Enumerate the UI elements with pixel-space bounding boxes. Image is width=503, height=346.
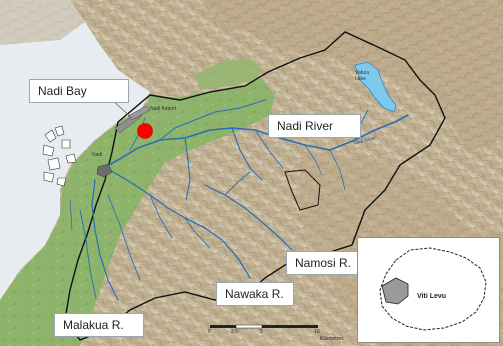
lowland-patch [195,58,262,90]
label-nadi-airport: Nadi Airport [150,106,177,112]
label-nawaka-river: Nawaka R. [216,282,294,306]
scale-tick-0: 0 [208,329,211,335]
inset-canvas [379,247,487,331]
coastal-islands [42,125,77,187]
highlands-west [0,0,85,45]
nadi-town-area [96,163,113,178]
highlands-north [200,0,503,150]
scale-bar: 0 2.5 5 10 Kilometres [208,324,344,344]
study-area-highlight [381,277,409,305]
scale-tick-5: 5 [260,329,263,335]
catchment-boundary [64,31,446,341]
vaturu-lake [354,61,397,113]
label-nadi-town: Nadi [92,152,103,158]
label-vaturu-lake: Vaturu Lake [355,70,370,82]
label-namosi-river: Namosi R. [286,251,364,275]
lowland-floodplain [0,78,275,346]
label-nadi-bay: Nadi Bay [29,79,129,103]
airport-runway-2 [127,105,151,121]
scale-tick-2-5: 2.5 [231,329,238,335]
river-network [69,99,409,301]
location-marker[interactable] [137,123,153,139]
label-nadi-river: Nadi River [268,114,361,138]
callout-leader-nadi-bay [111,99,133,119]
label-malakua-river: Malakua R. [54,313,144,337]
scale-unit: Kilometres [320,336,344,342]
inset-map: Viti Levu [357,237,500,343]
inset-label-viti-levu: Viti Levu [417,293,447,300]
viti-levu-outline [379,247,487,331]
sub-catchment-boundary [284,169,321,211]
scale-tick-10: 10 [314,329,320,335]
